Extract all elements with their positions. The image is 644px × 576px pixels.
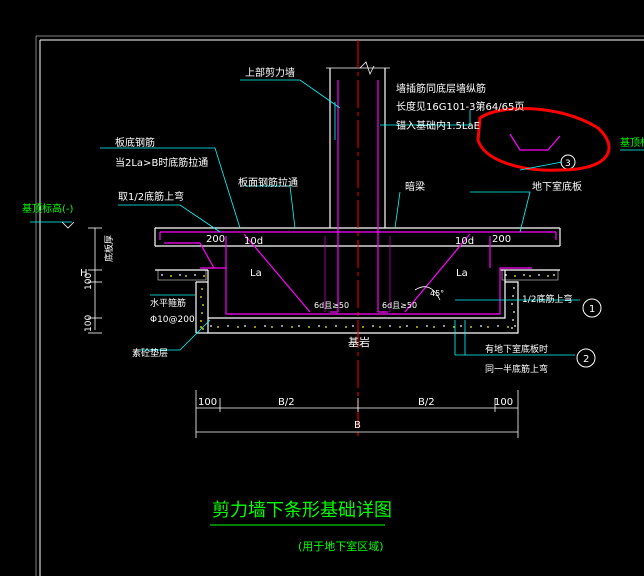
label-six-d-left: 6d且≥50: [314, 301, 349, 310]
leader-lines: [30, 79, 644, 356]
label-angle: 45°: [430, 289, 444, 298]
dimension-lines: [61, 221, 519, 438]
label-foundation-bed: 基岩: [348, 335, 370, 349]
callout-circle-1: [582, 298, 602, 318]
label-wall-rebar-note-1: 墙插筋同底层墙纵筋: [396, 82, 486, 95]
label-upper-wall: 上部剪力墙: [245, 66, 295, 79]
label-half-bottom-rebar: 取1/2底筋上弯: [118, 190, 184, 203]
review-markup: [476, 107, 611, 172]
label-wall-rebar-note-3: 锚入基础内1.5LaE: [396, 119, 480, 132]
label-foundation-top-level-right: 基顶标: [620, 136, 644, 149]
label-dark-beam: 暗梁: [405, 180, 425, 193]
angle-arc: [414, 286, 441, 301]
label-foundation-top-level: 基顶标高(-): [22, 202, 74, 215]
soil-hatch: [157, 269, 559, 330]
label-basement-note-1: 有地下室底板时: [485, 343, 548, 355]
rebar-lines: [159, 80, 557, 315]
label-six-d-right: 6d且≥50: [382, 301, 417, 310]
label-dim-200-right: 200: [492, 234, 511, 245]
label-dim-100-lower: 100: [84, 315, 94, 332]
callout-label-1: 1: [589, 304, 595, 315]
upper-wall: [326, 61, 390, 228]
label-basement-slab: 地下室底板: [532, 180, 582, 193]
label-dim-100-left: 100: [198, 397, 217, 408]
label-half-bottom-rebar-right: 1/2底筋上弯: [522, 293, 573, 305]
label-dim-200-left: 200: [206, 234, 225, 245]
label-dim-b2-left: B/2: [278, 397, 295, 408]
drawing-frame: [35, 35, 644, 576]
label-plain-concrete: 素砼垫层: [132, 347, 168, 359]
label-dim-10d-right: 10d: [455, 236, 474, 247]
label-dim-10d-left: 10d: [244, 236, 263, 247]
label-horiz-rebar-2: Φ10@200: [150, 315, 195, 325]
callout-label-2: 2: [583, 354, 589, 365]
callout-label-3: 3: [565, 159, 571, 169]
label-slab-rebar-1: 板底钢筋: [115, 136, 155, 149]
label-dim-100-upper: 100: [84, 273, 94, 290]
label-basement-note-2: 同一半底筋上弯: [485, 363, 548, 375]
label-slab-rebar-2: 当2La>B时底筋拉通: [115, 156, 208, 169]
label-la-right: La: [456, 268, 468, 279]
label-slab-thickness: 底板厚: [103, 235, 115, 262]
drawing-title: 剪力墙下条形基础详图: [212, 500, 392, 521]
label-h: H: [80, 268, 88, 279]
label-wall-rebar-note-2: 长度见16G101-3第64/65页: [396, 100, 524, 113]
callout-circle-2: [576, 348, 596, 368]
label-horiz-rebar-1: 水平箍筋: [150, 297, 186, 309]
label-slab-top-rebar: 板面钢筋拉通: [238, 176, 298, 189]
label-dim-b: B: [354, 420, 361, 431]
drawing-subtitle: (用于地下室区域): [298, 539, 384, 553]
label-dim-100-right: 100: [494, 397, 513, 408]
label-la-left: La: [250, 268, 262, 279]
label-dim-b2-right: B/2: [418, 397, 435, 408]
